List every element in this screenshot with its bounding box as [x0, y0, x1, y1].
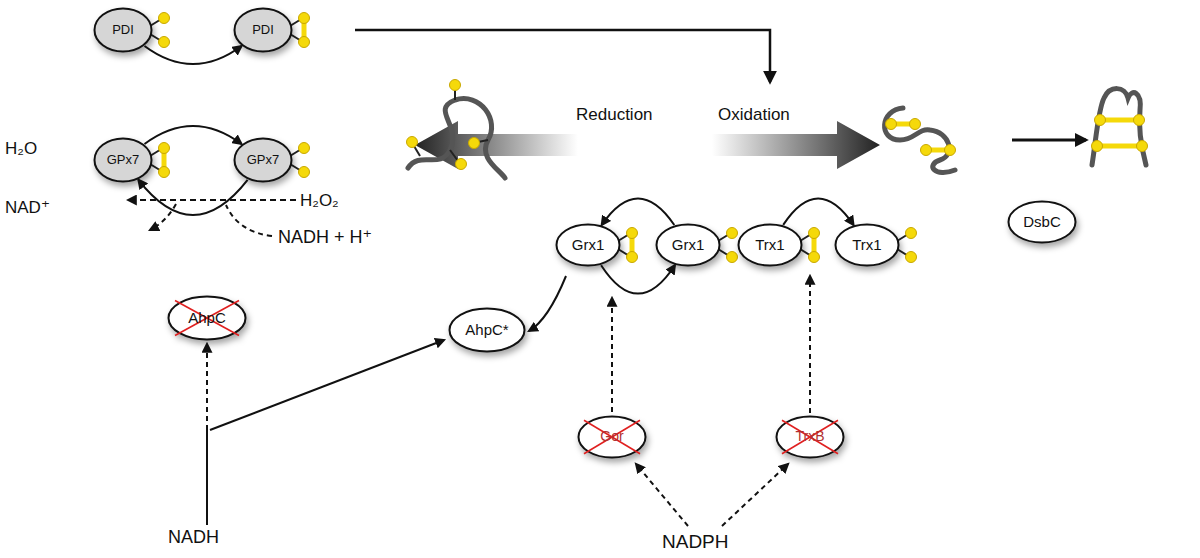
enzyme-ellipse: Trx1	[737, 223, 803, 267]
ellipse-shape	[235, 139, 292, 182]
ellipse-shape	[95, 9, 152, 52]
enzyme-ellipse: DsbC	[1007, 200, 1077, 244]
disulfide-pair	[150, 143, 170, 178]
ellipse-shape	[235, 9, 292, 52]
dashed-reaction-arrow	[128, 199, 296, 201]
knockout-cross	[782, 420, 838, 453]
ellipse-shape	[95, 139, 152, 182]
ellipse-shape	[579, 417, 646, 458]
disulfide-pair	[800, 228, 820, 263]
flow-arrow	[355, 30, 770, 82]
ellipse-shape	[836, 225, 899, 266]
enzyme-name: Grx1	[672, 237, 705, 254]
enzyme-name: PDI	[252, 23, 274, 37]
redox-arrow	[783, 198, 853, 224]
reaction-label: H₂O₂	[300, 192, 339, 211]
ellipse-shape	[657, 225, 720, 266]
reaction-label: Reduction	[576, 106, 653, 125]
enzyme-name: Gor	[600, 429, 623, 444]
enzyme-ellipse: Gor	[577, 415, 647, 459]
reduced-peptide	[407, 80, 506, 179]
enzyme-name: AhpC*	[465, 322, 508, 339]
enzyme-ellipse: AhpC*	[448, 307, 526, 353]
enzyme-ellipse: TrxB	[775, 415, 845, 459]
ellipse-shape	[557, 225, 620, 266]
redox-arrow	[145, 126, 242, 144]
ellipse-shape	[169, 297, 246, 340]
dashed-reaction-arrow	[150, 204, 176, 230]
redox-arrow	[602, 199, 675, 226]
reaction-label: NADPH	[662, 532, 729, 553]
knockout-cross	[584, 420, 640, 453]
ellipse-shape	[777, 417, 844, 458]
reaction-label: Oxidation	[718, 106, 790, 125]
enzyme-name: GPx7	[247, 153, 280, 167]
enzyme-name: GPx7	[107, 153, 140, 167]
cysteine-pair	[718, 228, 738, 263]
supply-line	[206, 430, 208, 525]
isomerization-arrow	[1012, 139, 1086, 142]
blocked-supply-arrow	[611, 298, 613, 412]
enzyme-ellipse: AhpC	[167, 295, 247, 341]
knockout-cross	[175, 301, 239, 336]
enzyme-name: DsbC	[1023, 214, 1061, 231]
knockout-cross	[782, 420, 838, 453]
cysteine-pair	[897, 228, 917, 263]
enzyme-name: PDI	[112, 23, 134, 37]
electron-arrow	[529, 276, 566, 331]
redox-arrow	[601, 265, 675, 293]
native-peptide	[1092, 89, 1148, 165]
blocked-supply-arrow	[206, 344, 208, 430]
oxidation-arrow	[712, 121, 880, 169]
disulfide-pair	[290, 13, 310, 48]
cysteine-pair	[290, 143, 310, 178]
reaction-label: NAD⁺	[5, 199, 50, 218]
dashed-reaction-line	[226, 205, 272, 236]
enzyme-name: Trx1	[852, 237, 881, 254]
enzyme-name: TrxB	[795, 429, 824, 444]
enzyme-name: Trx1	[755, 237, 784, 254]
blocked-supply-arrow	[809, 276, 811, 413]
ellipse-shape	[450, 309, 525, 352]
reaction-label: NADH + H⁺	[278, 228, 372, 248]
redox-arrow	[145, 46, 242, 64]
enzyme-name: AhpC	[188, 310, 226, 327]
enzyme-ellipse: PDI	[233, 7, 293, 53]
ellipse-shape	[1009, 202, 1076, 243]
blocked-supply-arrow	[636, 464, 688, 526]
knockout-cross	[584, 420, 640, 453]
ellipse-shape	[739, 225, 802, 266]
supply-arrow	[210, 340, 444, 430]
enzyme-ellipse: GPx7	[93, 137, 153, 183]
disulfide-pair	[618, 228, 638, 263]
enzyme-ellipse: GPx7	[233, 137, 293, 183]
reduction-arrow	[415, 121, 578, 169]
knockout-cross	[175, 301, 239, 336]
enzyme-ellipse: Grx1	[555, 223, 621, 267]
enzyme-ellipse: PDI	[93, 7, 153, 53]
cysteine-pair	[150, 13, 170, 48]
enzyme-name: Grx1	[572, 237, 605, 254]
blocked-supply-arrow	[722, 464, 788, 526]
oxidized-peptide	[885, 108, 956, 173]
redox-arrow	[138, 180, 247, 215]
enzyme-ellipse: Trx1	[834, 223, 900, 267]
reaction-label: NADH	[168, 528, 219, 548]
enzyme-ellipse: Grx1	[655, 223, 721, 267]
reaction-label: H₂O	[5, 140, 37, 159]
